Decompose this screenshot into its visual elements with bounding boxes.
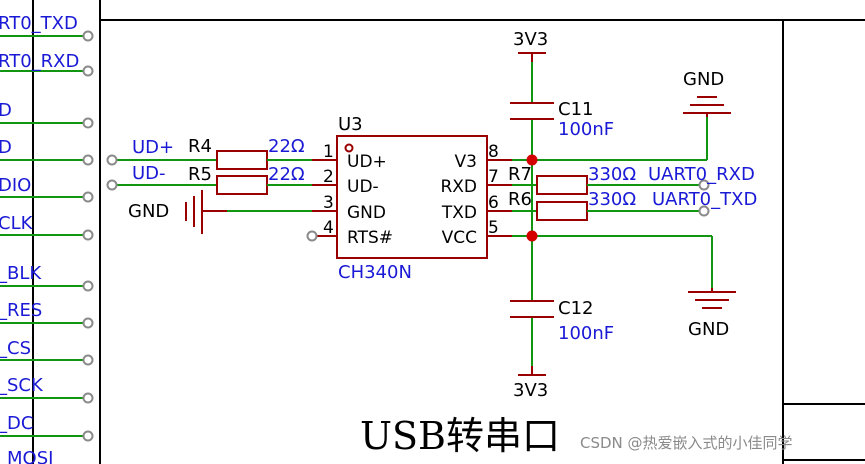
left-stub-connector: [82, 191, 94, 203]
pin-name-v3: V3: [455, 152, 477, 172]
junction-vcc: [526, 230, 538, 242]
net-label-d-2: D: [0, 137, 12, 158]
chip-pin1-marker: [344, 143, 354, 153]
c11-value: 100nF: [558, 119, 614, 140]
r6-value: 330Ω: [588, 189, 636, 210]
net-label-uart0-rxd: UART0_RXD: [648, 164, 755, 185]
pin-num-4: 4: [323, 218, 334, 238]
pin-num-6: 6: [488, 193, 499, 213]
pin-num-1: 1: [323, 142, 334, 162]
left-stub-connector: [82, 317, 94, 329]
resistor-r5: [216, 175, 268, 195]
chip-ref: U3: [338, 114, 363, 135]
resistor-r4: [216, 150, 268, 170]
ud-minus-connector: [106, 179, 118, 191]
left-stub-connector: [82, 229, 94, 241]
pin-num-2: 2: [323, 167, 334, 187]
net-label-3v3-top: 3V3: [513, 29, 548, 50]
net-label-rt0-txd: RT0_TXD: [0, 13, 78, 34]
pin-name-rts: RTS#: [347, 228, 393, 248]
pin-name-ud-minus: UD-: [347, 177, 379, 197]
c12-value: 100nF: [558, 323, 614, 344]
net-label-blk: _BLK: [0, 263, 42, 284]
net-label-uart0-txd: UART0_TXD: [652, 189, 757, 210]
left-stub-connector: [82, 430, 94, 442]
left-stub-connector: [82, 280, 94, 292]
net-label-mosi: _MOSI: [0, 448, 53, 464]
left-stub-connector: [82, 154, 94, 166]
chip-u3-body: [336, 135, 488, 259]
net-label-d-1: D: [0, 100, 12, 121]
left-stub-connector: [82, 117, 94, 129]
net-label-ud-plus: UD+: [132, 137, 174, 158]
r7-value: 330Ω: [588, 164, 636, 185]
net-label-sck: _SCK: [0, 375, 44, 396]
left-net-stubs: [0, 30, 94, 442]
net-label-gnd-bottom: GND: [688, 319, 729, 340]
resistor-r7: [536, 175, 588, 195]
net-label-gnd-top: GND: [683, 69, 724, 90]
net-label-clk: CLK: [0, 213, 34, 234]
r4-ref: R4: [188, 136, 212, 157]
r5-value: 22Ω: [268, 164, 305, 185]
net-label-ud-minus: UD-: [132, 163, 166, 184]
net-label-dc: _DC: [0, 413, 33, 434]
pin-num-5: 5: [488, 218, 499, 238]
net-label-gnd-left: GND: [128, 201, 169, 222]
resistor-r6: [536, 201, 588, 221]
sheet-title: USB转串口: [360, 414, 560, 458]
net-label-3v3-bottom: 3V3: [513, 380, 548, 401]
r5-ref: R5: [188, 164, 212, 185]
net-label-dio: DIO: [0, 175, 31, 196]
junction-v3: [526, 154, 538, 166]
pin-num-8: 8: [488, 142, 499, 162]
pin-name-rxd: RXD: [440, 177, 477, 197]
ud-plus-connector: [106, 154, 118, 166]
left-stub-connector: [82, 392, 94, 404]
r4-value: 22Ω: [268, 136, 305, 157]
r7-ref: R7: [508, 164, 532, 185]
pin-name-txd: TXD: [441, 203, 477, 223]
left-stub-connector: [82, 30, 94, 42]
u3-pin-4-connector: [306, 230, 318, 242]
left-stub-connector: [82, 354, 94, 366]
r6-ref: R6: [508, 189, 532, 210]
chip-part: CH340N: [338, 262, 412, 283]
pin-name-ud-plus: UD+: [347, 152, 387, 172]
uart-rxd-connector: [698, 179, 710, 191]
c12-ref: C12: [558, 298, 593, 319]
uart-txd-connector: [698, 205, 710, 217]
watermark: CSDN @热爱嵌入式的小佳同学: [580, 434, 793, 452]
pin-name-gnd: GND: [347, 203, 386, 223]
pin-num-3: 3: [323, 193, 334, 213]
pin-num-7: 7: [488, 167, 499, 187]
net-label-cs: _CS: [0, 338, 31, 359]
pin-name-vcc: VCC: [442, 228, 477, 248]
left-stub-connector: [82, 65, 94, 77]
net-label-res: _RES: [0, 300, 42, 321]
net-label-rt0-rxd: RT0_RXD: [0, 51, 79, 72]
c11-ref: C11: [558, 99, 593, 120]
